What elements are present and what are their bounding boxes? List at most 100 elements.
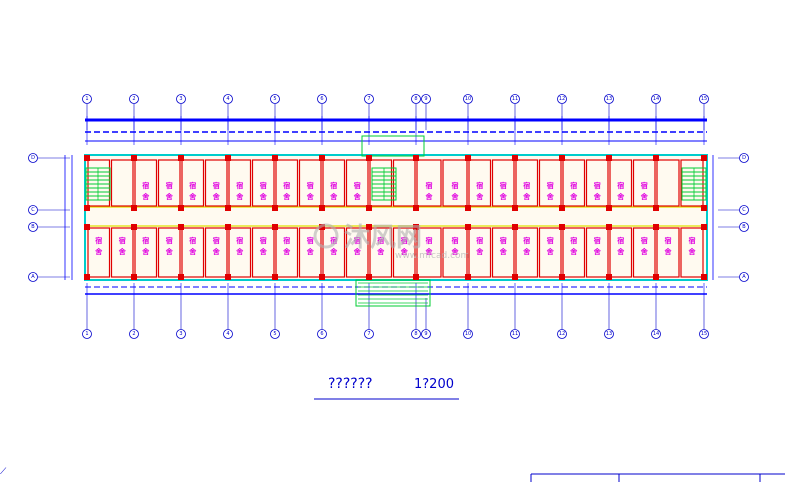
room-label-top: 宿 [523, 181, 530, 190]
structural-column [178, 155, 184, 161]
structural-column [606, 224, 612, 230]
room-label-bottom: 舍 [451, 192, 460, 201]
room-cell [322, 159, 346, 207]
structural-column [606, 205, 612, 211]
grid-label: 2 [132, 331, 135, 337]
room-label-top: 宿 [570, 236, 577, 245]
grid-bubble-bottom-12: 12 [557, 298, 567, 339]
structural-column [225, 224, 231, 230]
structural-column [465, 155, 471, 161]
room-label-bottom: 舍 [306, 247, 315, 256]
grid-bubble-left-A: A [28, 272, 70, 282]
stair-icon [681, 167, 707, 201]
grid-label: 1 [85, 331, 88, 337]
room-label-bottom: 舍 [165, 247, 174, 256]
room-label-top: 宿 [166, 181, 173, 190]
structural-column [178, 274, 184, 280]
structural-column [272, 274, 278, 280]
stair-icon [371, 167, 397, 201]
room-label-top: 宿 [95, 236, 102, 245]
room-label-top: 宿 [641, 181, 648, 190]
room-cell [392, 159, 416, 207]
room-cell [251, 159, 275, 207]
room-cell [275, 159, 299, 207]
structural-column [131, 155, 137, 161]
structural-column [512, 224, 518, 230]
grid-bubble-left-D: D [28, 153, 70, 163]
room-label-bottom: 舍 [546, 192, 555, 201]
room-label-bottom: 舍 [353, 192, 362, 201]
grid-label: A [742, 274, 746, 280]
room-cell [110, 227, 134, 278]
structural-column [225, 274, 231, 280]
structural-column [366, 205, 372, 211]
structural-column [559, 205, 565, 211]
structural-column [653, 205, 659, 211]
room-label-top: 宿 [260, 236, 267, 245]
room-cell [157, 159, 181, 207]
room-label-bottom: 舍 [165, 192, 174, 201]
grid-bubble-right-B: B [718, 222, 749, 232]
room-label-bottom: 舍 [353, 247, 362, 256]
room-cell [181, 159, 205, 207]
room-label-bottom: 舍 [425, 192, 434, 201]
grid-label: 4 [226, 331, 229, 337]
room-label-top: 宿 [283, 236, 290, 245]
room-label-top: 宿 [213, 181, 220, 190]
room-cell [538, 159, 562, 207]
grid-label: A [31, 274, 35, 280]
title-block [530, 473, 785, 482]
room-label-bottom: 舍 [212, 247, 221, 256]
structural-column [413, 205, 419, 211]
room-label-top: 宿 [213, 236, 220, 245]
room-cell [298, 227, 322, 278]
room-cell [228, 227, 252, 278]
grid-label: 5 [273, 331, 276, 337]
room-label-bottom: 舍 [569, 247, 578, 256]
room-label-bottom: 舍 [522, 192, 531, 201]
room-label-bottom: 舍 [569, 192, 578, 201]
room-cell [275, 227, 299, 278]
structural-column [366, 274, 372, 280]
watermark: 沐风网 www.mfcad.com [313, 223, 469, 261]
structural-column [559, 155, 565, 161]
structural-column [559, 224, 565, 230]
structural-column [272, 205, 278, 211]
room-label-top: 宿 [665, 236, 672, 245]
grid-bubble-bottom-1: 1 [82, 298, 92, 339]
structural-column [512, 205, 518, 211]
grid-label: 12 [559, 331, 565, 337]
room-label-top: 宿 [452, 181, 459, 190]
structural-column [272, 155, 278, 161]
structural-column [131, 224, 137, 230]
grid-bubble-top-3: 3 [176, 94, 186, 130]
room-label-top: 宿 [570, 181, 577, 190]
room-label-bottom: 舍 [593, 247, 602, 256]
room-cell [134, 159, 158, 207]
room-cell [656, 227, 680, 278]
room-label-top: 宿 [236, 181, 243, 190]
room-cell [442, 159, 468, 207]
grid-label: 1 [85, 96, 88, 102]
room-cell [468, 227, 492, 278]
structural-column [701, 224, 707, 230]
grid-bubble-bottom-6: 6 [317, 298, 327, 339]
grid-bubble-bottom-10: 10 [463, 298, 473, 339]
grid-label: 7 [367, 331, 370, 337]
room-label-bottom: 舍 [329, 247, 338, 256]
grid-label: 9 [424, 96, 427, 102]
room-label-top: 宿 [119, 236, 126, 245]
structural-column [131, 205, 137, 211]
room-cell [204, 227, 228, 278]
grid-label: 9 [424, 331, 427, 337]
room-label-top: 宿 [523, 236, 530, 245]
structural-column [178, 205, 184, 211]
grid-label: C [31, 207, 35, 213]
grid-label: 10 [465, 96, 471, 102]
grid-bubble-left-C: C [28, 205, 70, 215]
grid-label: 11 [512, 96, 518, 102]
room-label-top: 宿 [426, 236, 433, 245]
drawing-title: ?????? [328, 376, 373, 392]
